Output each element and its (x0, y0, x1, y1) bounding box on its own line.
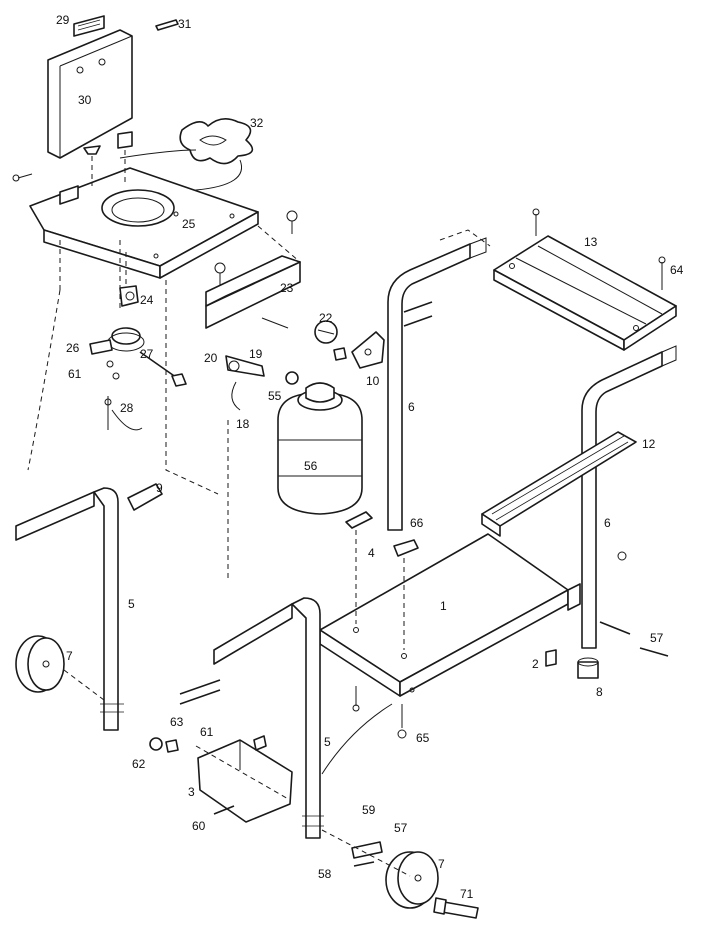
label-57-right: 57 (650, 631, 664, 645)
bolt-58-59 (351, 841, 383, 867)
label-6-lower: 6 (604, 516, 611, 530)
label-12: 12 (642, 437, 656, 451)
label-18: 18 (236, 417, 250, 431)
label-64: 64 (670, 263, 684, 277)
left-front-leg (213, 597, 324, 839)
label-8: 8 (596, 685, 603, 699)
label-31: 31 (178, 17, 192, 31)
label-27: 27 (140, 347, 154, 361)
igniter-assembly (89, 285, 187, 431)
label-19: 19 (249, 347, 263, 361)
label-61-lower: 61 (200, 725, 214, 739)
hardware-right (545, 551, 669, 679)
label-25: 25 (182, 217, 196, 231)
part-number-labels: 29 31 30 32 25 13 64 23 22 24 26 27 61 2… (56, 13, 684, 901)
label-61-left: 61 (68, 367, 82, 381)
label-3: 3 (188, 785, 195, 799)
label-71: 71 (460, 887, 474, 901)
label-10: 10 (366, 374, 380, 388)
label-23: 23 (280, 281, 294, 295)
clip (155, 19, 179, 31)
side-shelf (493, 208, 677, 351)
right-front-leg (581, 345, 677, 649)
label-20: 20 (204, 351, 218, 365)
label-1: 1 (440, 599, 447, 613)
label-56: 56 (304, 459, 318, 473)
nut-62 (149, 737, 163, 751)
label-58: 58 (318, 867, 332, 881)
label-24: 24 (140, 293, 154, 307)
label-30: 30 (78, 93, 92, 107)
label-63: 63 (170, 715, 184, 729)
base-shelf (319, 533, 569, 697)
label-55: 55 (268, 389, 282, 403)
label-13: 13 (584, 235, 598, 249)
tank-bracket (333, 331, 385, 369)
propane-tank (277, 382, 363, 515)
wing-nut (345, 511, 419, 557)
label-29: 29 (56, 13, 70, 27)
wheel-left (15, 635, 65, 693)
label-57-lower: 57 (394, 821, 408, 835)
wheel-bracket-9 (127, 483, 163, 511)
label-7-right: 7 (438, 857, 445, 871)
wheel-right (385, 851, 439, 909)
label-2: 2 (532, 657, 539, 671)
bolts-upper (403, 301, 433, 327)
firebox (29, 167, 259, 279)
left-rear-leg (15, 487, 124, 731)
label-28: 28 (120, 401, 134, 415)
bottom-shelf (481, 431, 637, 537)
label-62: 62 (132, 757, 146, 771)
label-9: 9 (156, 481, 163, 495)
label-5-right: 5 (324, 735, 331, 749)
label-32: 32 (250, 116, 264, 130)
control-knob (314, 320, 338, 344)
right-rear-leg (387, 237, 487, 531)
burner (179, 118, 254, 165)
axle-bolt (433, 897, 479, 919)
regulator-valve (225, 355, 299, 411)
label-26: 26 (66, 341, 80, 355)
label-5-left: 5 (128, 597, 135, 611)
label-22: 22 (319, 311, 333, 325)
heat-shield (205, 210, 301, 329)
label-6-upper: 6 (408, 400, 415, 414)
label-59: 59 (362, 803, 376, 817)
label-65: 65 (416, 731, 430, 745)
bolts-lower-left (179, 679, 221, 705)
label-66: 66 (410, 516, 424, 530)
leg-bracket (165, 735, 293, 823)
label-60: 60 (192, 819, 206, 833)
label-4: 4 (368, 546, 375, 560)
back-panel (12, 15, 133, 182)
label-7-left: 7 (66, 649, 73, 663)
